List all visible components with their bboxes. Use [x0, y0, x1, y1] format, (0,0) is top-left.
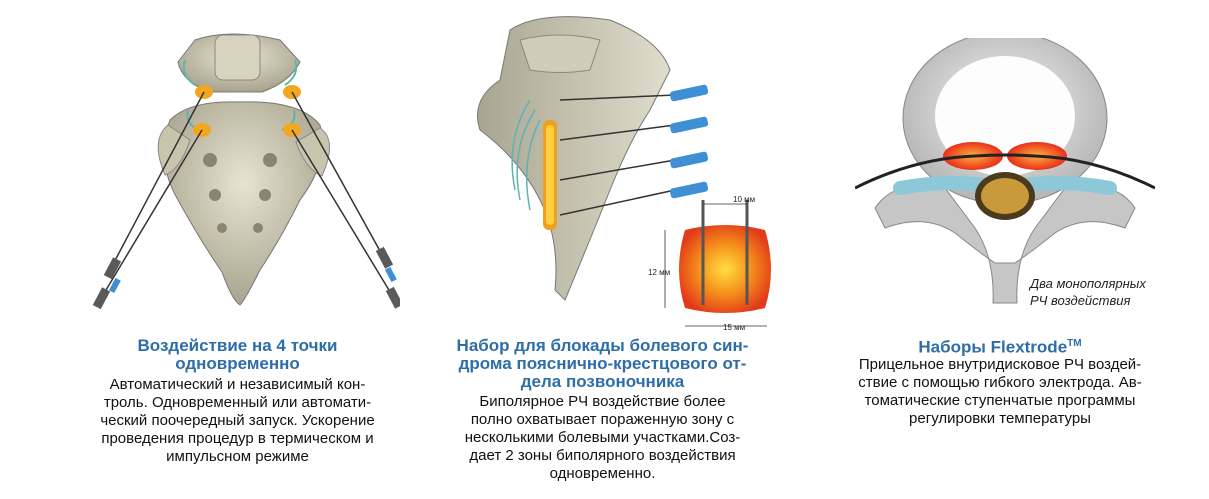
panel-bipolar: 10 мм 12 мм 15 мм Набор для блокады боле… [420, 0, 820, 499]
panel-description: Автоматический и независимый кон- троль.… [100, 376, 375, 465]
panel-flextrode: Два монополярных РЧ воздействия Наборы F… [800, 0, 1209, 499]
lesion-note: Два монополярных РЧ воздействия [1030, 276, 1146, 308]
vertebra-disc-illustration [855, 38, 1155, 304]
dim-side: 12 мм [648, 268, 671, 277]
panel-description: Биполярное РЧ воздействие более полно ох… [464, 393, 741, 482]
dim-top: 10 мм [733, 195, 756, 204]
panel-title: Набор для блокады болевого син- дрома по… [456, 336, 749, 391]
bipolar-lesion-diagram [664, 200, 771, 327]
trademark-sup: TM [1067, 338, 1082, 349]
sacrum-illustration [92, 33, 400, 310]
spine-lateral-illustration [477, 16, 709, 301]
panel-title: Воздействие на 4 точки одновременно [137, 336, 338, 373]
dim-bottom: 15 мм [723, 323, 746, 332]
panel-four-point: Воздействие на 4 точки одновременно Авто… [0, 0, 400, 499]
panel-title: Наборы FlextrodeTM [918, 337, 1082, 357]
panel-description: Прицельное внутридисковое РЧ воздей- ств… [858, 356, 1142, 427]
